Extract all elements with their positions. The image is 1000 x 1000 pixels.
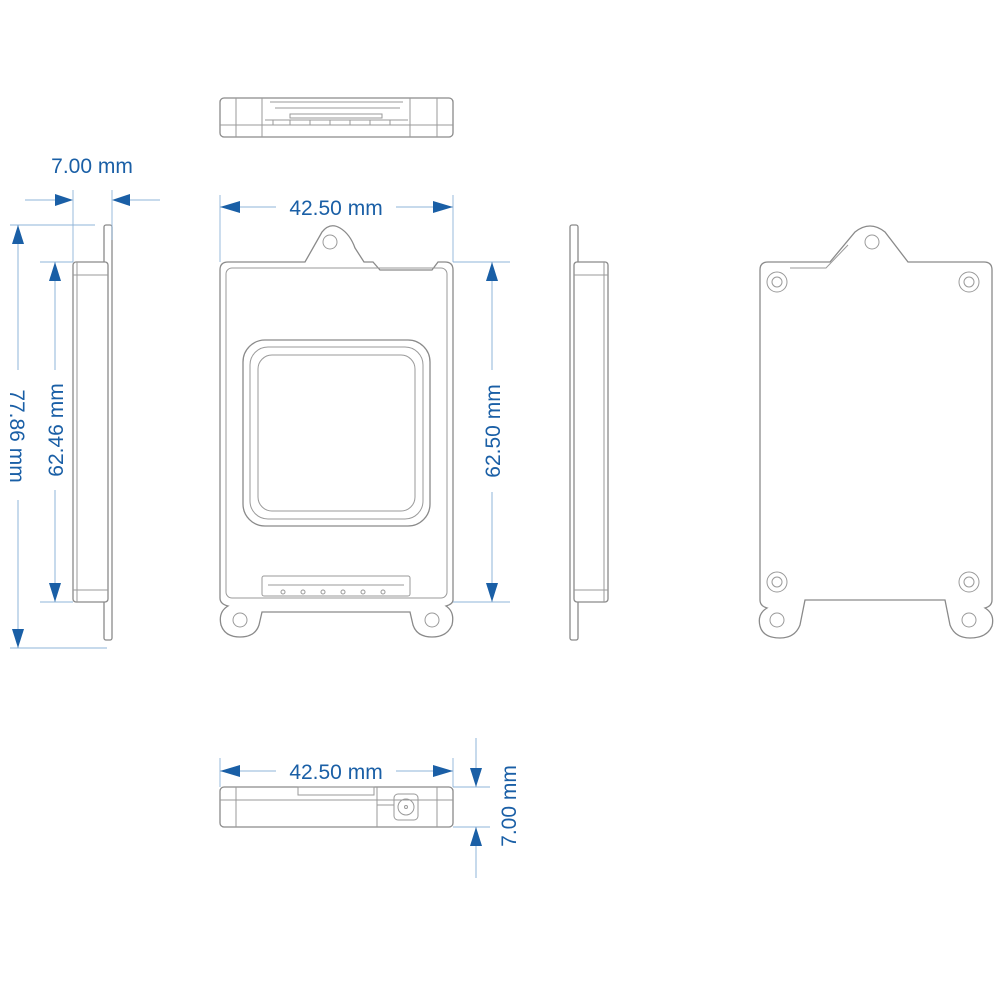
arrow-left-icon bbox=[220, 201, 240, 213]
left-side-view bbox=[72, 224, 113, 641]
dim-width-bottom: 42.50 mm bbox=[219, 758, 454, 787]
arrow-right-icon bbox=[55, 194, 73, 206]
dim-label: 77.86 mm bbox=[5, 389, 28, 482]
dim-label: 7.00 mm bbox=[498, 765, 521, 847]
top-view bbox=[219, 97, 454, 138]
dim-overall-height: 77.86 mm bbox=[5, 224, 107, 649]
dim-body-height-front: 62.50 mm bbox=[453, 261, 510, 603]
front-view bbox=[219, 225, 454, 638]
dim-body-height-side: 62.46 mm bbox=[40, 261, 73, 603]
arrow-up-icon bbox=[12, 225, 24, 244]
arrow-down-icon bbox=[49, 583, 61, 602]
arrow-down-icon bbox=[486, 583, 498, 602]
arrow-left-icon bbox=[112, 194, 130, 206]
dim-label: 42.50 mm bbox=[289, 197, 382, 220]
arrow-down-icon bbox=[470, 768, 482, 787]
dim-label: 42.50 mm bbox=[289, 761, 382, 784]
dim-thickness-bottom: 7.00 mm bbox=[453, 738, 521, 878]
arrow-up-icon bbox=[470, 827, 482, 846]
arrow-down-icon bbox=[12, 629, 24, 648]
arrow-right-icon bbox=[433, 201, 453, 213]
dim-width-front: 42.50 mm bbox=[219, 194, 454, 262]
back-view bbox=[758, 225, 994, 639]
arrow-left-icon bbox=[220, 765, 240, 777]
right-side-view bbox=[569, 224, 609, 641]
arrow-right-icon bbox=[433, 765, 453, 777]
arrow-up-icon bbox=[486, 262, 498, 281]
bottom-view bbox=[219, 786, 454, 828]
dim-label: 62.46 mm bbox=[45, 383, 68, 476]
dim-label: 62.50 mm bbox=[482, 384, 505, 477]
arrow-up-icon bbox=[49, 262, 61, 281]
dim-label: 7.00 mm bbox=[51, 155, 133, 178]
dim-side-thickness: 7.00 mm bbox=[25, 155, 160, 262]
